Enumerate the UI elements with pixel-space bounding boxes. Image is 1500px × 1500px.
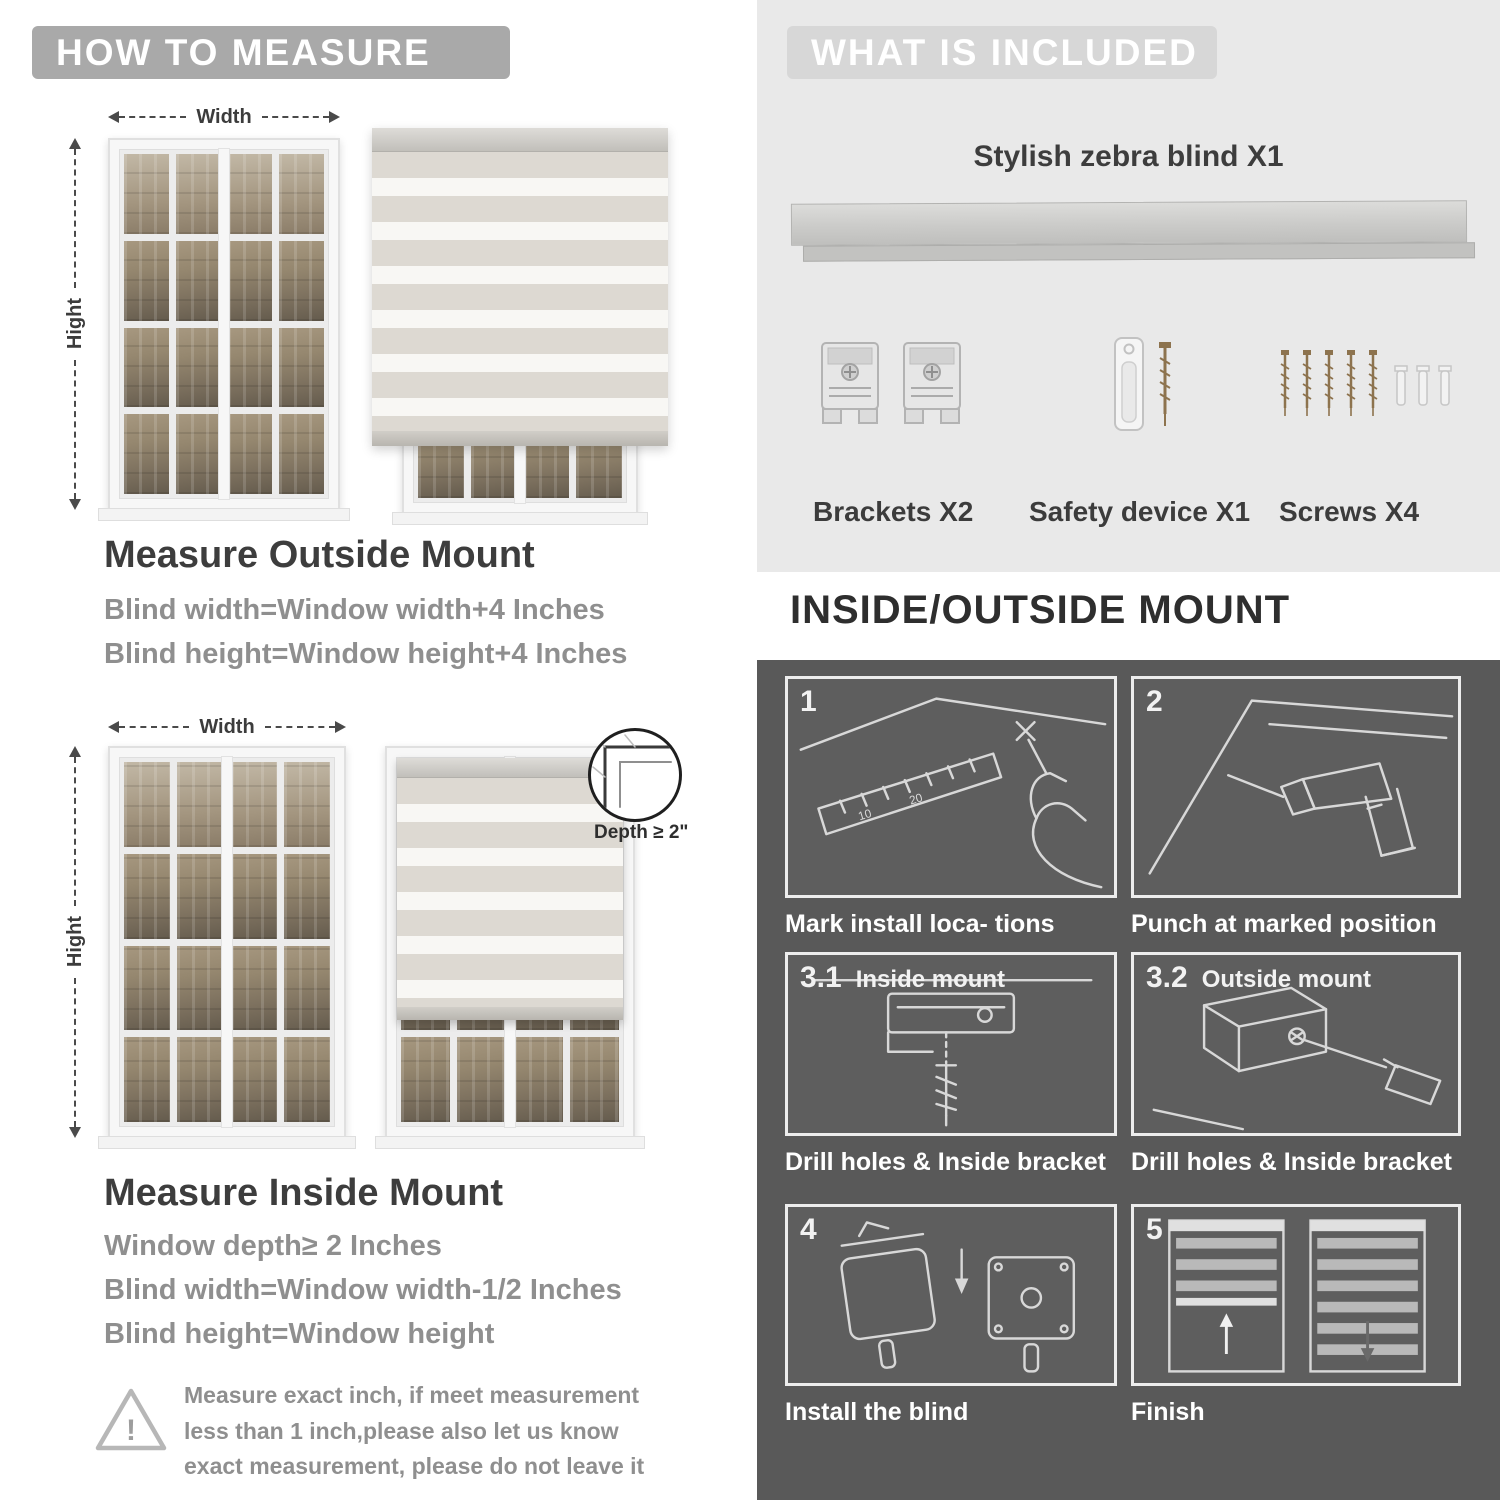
- inside-mount-line1: Window depth≥ 2 Inches: [104, 1230, 442, 1262]
- step-2: 2 Punch at marked posi: [1131, 676, 1461, 939]
- corner-detail-icon: [588, 728, 682, 822]
- outside-mount-line2: Blind height=Window height+4 Inches: [104, 638, 628, 670]
- arrow-down-icon: [69, 499, 81, 510]
- arrow-left-icon: [108, 111, 119, 123]
- height-label: Hight: [63, 298, 86, 350]
- arrow-right-icon: [335, 721, 347, 733]
- safety-device-label: Safety device X1: [1029, 496, 1251, 527]
- blind-headrail: [397, 758, 623, 778]
- height-arrow: Hight: [62, 138, 88, 510]
- step-caption: Finish: [1131, 1398, 1205, 1426]
- step-number: 1: [800, 685, 817, 718]
- screws-icon: [1279, 348, 1452, 418]
- svg-text:10: 10: [857, 807, 874, 823]
- arrow-left-icon: [108, 721, 119, 733]
- step-caption: Install the blind: [785, 1398, 969, 1426]
- zebra-blind-inside-mount: [397, 758, 623, 1020]
- blind-headrail: [372, 128, 668, 152]
- step-1: 1 10 20 Mark ins: [785, 676, 1117, 939]
- blind-item-label: Stylish zebra blind X1: [973, 140, 1284, 173]
- blind-stripes: [372, 152, 668, 431]
- step-caption: Mark install loca- tions: [785, 910, 1055, 938]
- arrow-down-icon: [69, 1127, 81, 1138]
- outside-bracket-illustration: [1152, 986, 1442, 1131]
- mount-steps-section: 1 10 20 Mark ins: [757, 660, 1500, 1500]
- window-photo-illustration-2: [98, 746, 356, 1149]
- what-is-included-banner: WHAT IS INCLUDED: [787, 26, 1217, 79]
- blind-bottomrail: [372, 431, 668, 446]
- bracket-icon: [821, 342, 879, 424]
- outside-mount-title: Measure Outside Mount: [104, 534, 535, 576]
- arrow-right-icon: [329, 111, 341, 123]
- step-3-2: 3.2 Outside mount: [1131, 952, 1461, 1177]
- blind-headrail-illustration: [790, 200, 1468, 246]
- window-corner-drawing: [592, 734, 673, 809]
- width-label: Width: [199, 715, 255, 738]
- drill-illustration: [1148, 699, 1454, 875]
- zebra-blind-illustration: [372, 128, 668, 446]
- step-caption: Drill holes & Inside bracket: [1131, 1148, 1452, 1176]
- blind-headrail-underside: [802, 242, 1476, 262]
- measure-note: Measure exact inch, if meet measurement …: [184, 1382, 645, 1480]
- height-label: Hight: [63, 916, 86, 968]
- mount-section-title: INSIDE/OUTSIDE MOUNT: [790, 588, 1291, 632]
- step-number: 3.2: [1146, 961, 1188, 994]
- inside-bracket-illustration: [813, 978, 1093, 1127]
- how-to-measure-banner: HOW TO MEASURE: [32, 26, 510, 79]
- finish-illustration: [1168, 1219, 1426, 1373]
- width-label: Width: [196, 105, 252, 128]
- width-arrow-2: Width: [108, 715, 347, 738]
- inside-mount-line2: Blind width=Window width-1/2 Inches: [104, 1274, 622, 1306]
- window-photo-illustration: [98, 138, 350, 521]
- what-is-included-section: WHAT IS INCLUDED Stylish zebra blind X1: [757, 0, 1500, 572]
- inside-mount-line3: Blind height=Window height: [104, 1318, 495, 1350]
- svg-text:!: !: [126, 1414, 136, 1447]
- step-5: 5: [1131, 1204, 1461, 1427]
- step-tag: Inside mount: [855, 966, 1006, 993]
- outside-mount-blind-illustration: [372, 128, 668, 525]
- mark-locations-illustration: 10 20: [799, 697, 1107, 889]
- blind-stripes: [397, 778, 623, 1007]
- safety-device-icon: [1114, 337, 1171, 431]
- install-blind-illustration: [840, 1221, 1076, 1373]
- step-caption: Drill holes & Inside bracket: [785, 1148, 1106, 1176]
- arrow-up-icon: [69, 746, 81, 757]
- bracket-icon: [903, 342, 961, 424]
- step-3-1: 3.1 Inside mount: [785, 952, 1117, 1177]
- brackets-label: Brackets X2: [813, 496, 974, 527]
- step-number: 4: [800, 1213, 817, 1246]
- step-tag: Outside mount: [1201, 966, 1372, 993]
- inside-mount-blind-illustration: [375, 746, 645, 1149]
- outside-mount-line1: Blind width=Window width+4 Inches: [104, 594, 605, 626]
- width-arrow: Width: [108, 105, 341, 128]
- blind-bottomrail: [397, 1007, 623, 1020]
- step-number: 3.1: [800, 961, 842, 994]
- step-number: 5: [1146, 1213, 1163, 1246]
- svg-text:20: 20: [908, 791, 925, 807]
- step-caption: Punch at marked position: [1131, 910, 1437, 938]
- depth-callout-label: Depth ≥ 2": [594, 822, 689, 843]
- step-number: 2: [1146, 685, 1163, 718]
- arrow-up-icon: [69, 138, 81, 149]
- height-arrow-2: Hight: [62, 746, 88, 1138]
- warning-icon: !: [95, 1388, 167, 1451]
- inside-mount-title: Measure Inside Mount: [104, 1172, 504, 1214]
- step-4: 4: [785, 1204, 1117, 1427]
- screws-label: Screws X4: [1279, 496, 1420, 527]
